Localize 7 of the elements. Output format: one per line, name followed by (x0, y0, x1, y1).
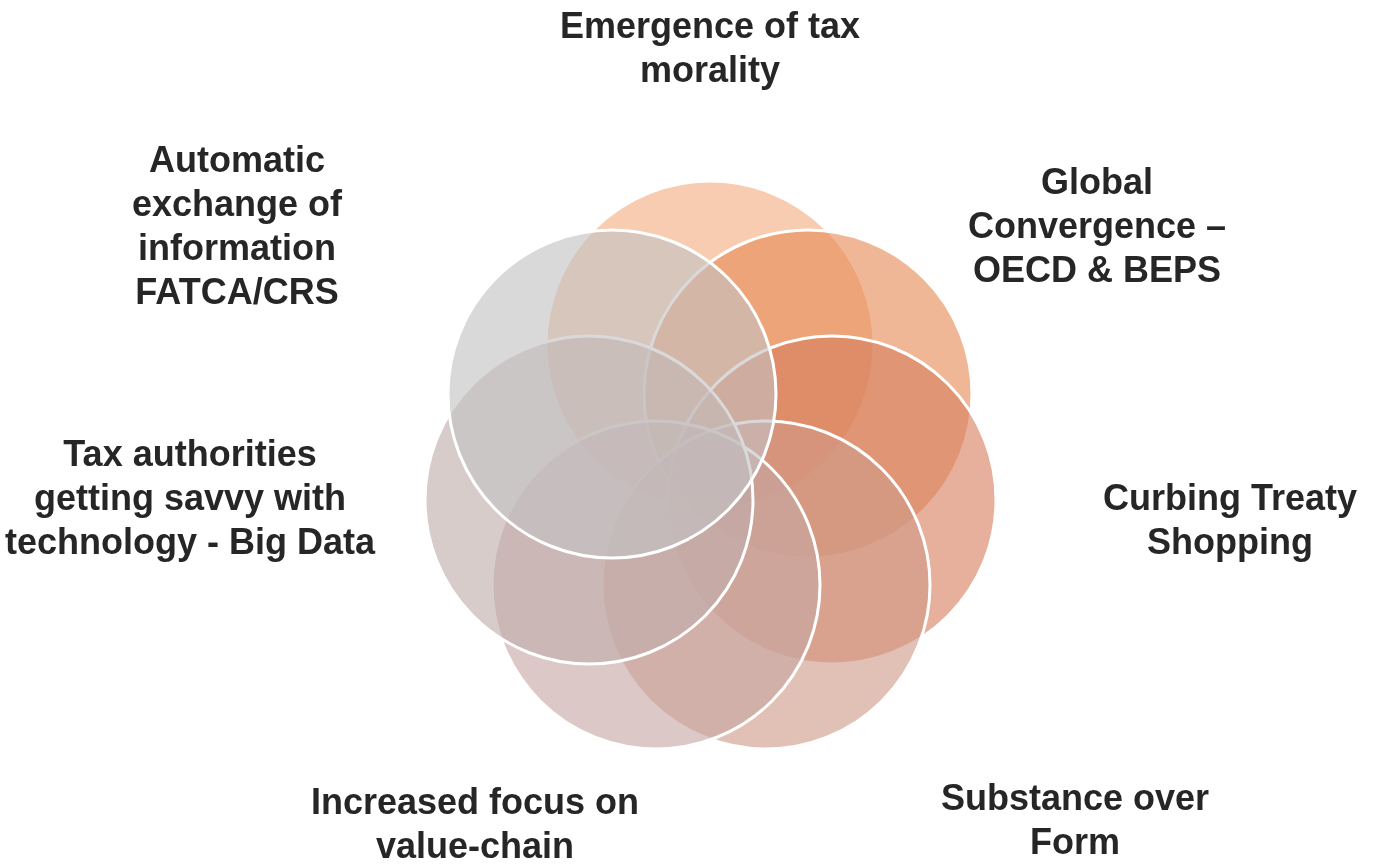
circle-label: Tax authorities getting savvy with technology - Big Data (4, 432, 377, 564)
circle-label: Emergence of tax morality (558, 4, 862, 92)
circle-label: Automatic exchange of information FATCA/CRS (130, 138, 344, 314)
circle-label: Curbing Treaty Shopping (1101, 476, 1358, 564)
circle-label: Increased focus on value-chain (309, 780, 641, 865)
circle-label: Substance over Form (939, 776, 1211, 864)
circle-label: Global Convergence – OECD & BEPS (966, 160, 1228, 292)
